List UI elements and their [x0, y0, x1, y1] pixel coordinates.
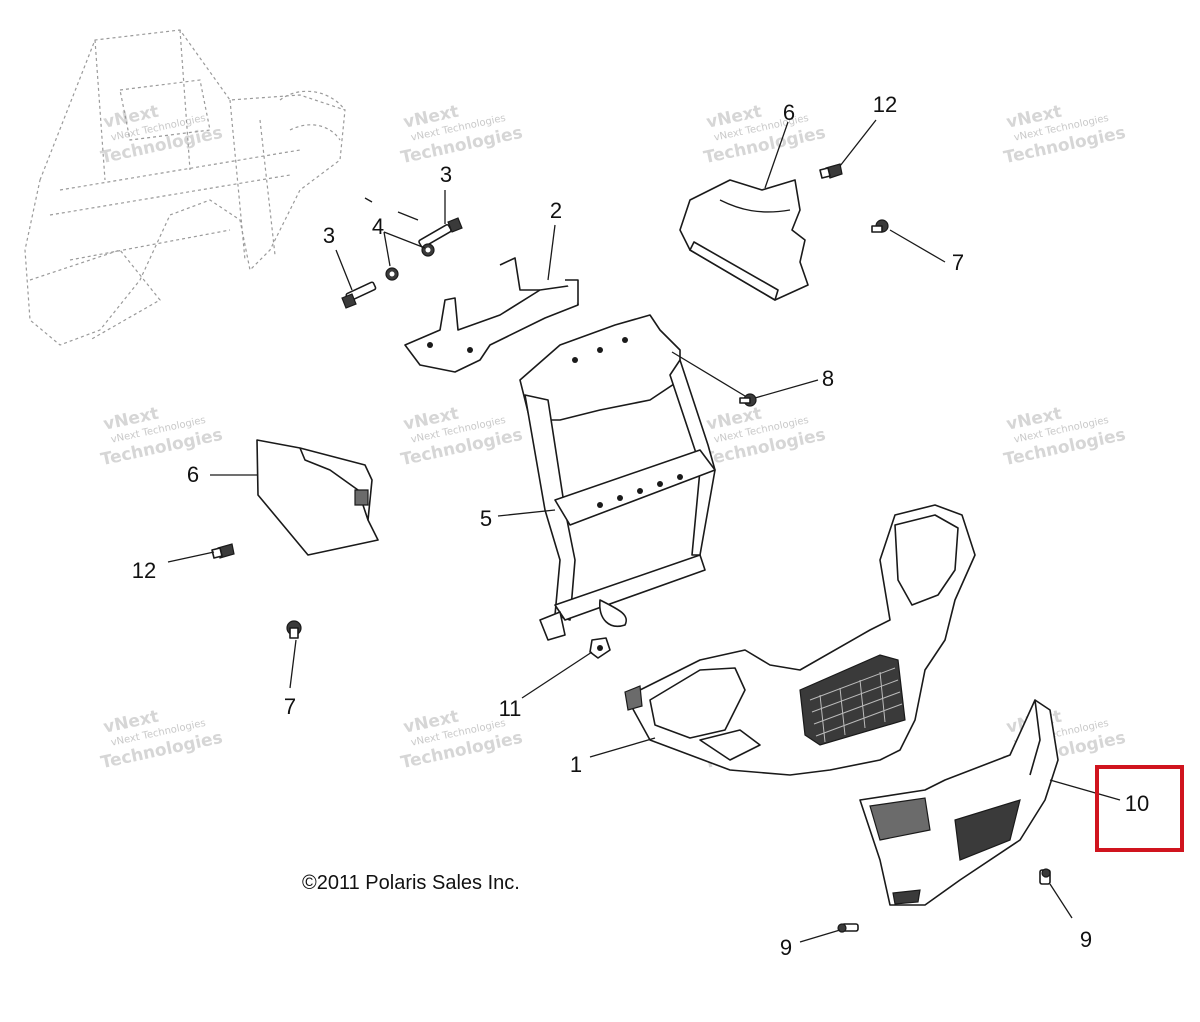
watermark: vNext vNext Technologies Technologies — [99, 707, 224, 774]
watermark: vNext vNext Technologies Technologies — [99, 404, 224, 471]
clip-12-lower — [211, 543, 235, 559]
callout-10: 10 — [1125, 791, 1149, 816]
part-10-lower-bumper — [859, 699, 1059, 906]
nut-4-b — [421, 243, 435, 257]
callout-1: 1 — [570, 752, 582, 777]
callout-7-lower: 7 — [284, 694, 296, 719]
callout-3-right: 3 — [440, 162, 452, 187]
bolt-3-left — [341, 281, 377, 309]
push-rivet-7-lower — [286, 620, 302, 639]
watermark: vNext vNext Technologies Technologies — [702, 404, 827, 471]
frame-holes — [572, 337, 683, 508]
fasteners — [211, 163, 1051, 933]
callout-11: 11 — [499, 696, 522, 721]
callout-6-left: 6 — [187, 462, 199, 487]
callout-2: 2 — [550, 198, 562, 223]
watermark: vNext vNext Technologies Technologies — [399, 102, 524, 169]
callout-3-left: 3 — [323, 223, 335, 248]
callout-5: 5 — [480, 506, 492, 531]
callout-9-right: 9 — [1080, 927, 1092, 952]
rivet-11 — [589, 637, 611, 659]
leader-lines — [167, 119, 1121, 943]
ghost-chassis-frame — [24, 29, 346, 346]
part-6-upper-shield — [679, 179, 809, 301]
screw-9-left — [837, 923, 859, 933]
callout-4: 4 — [372, 214, 384, 239]
screw-9-right — [1039, 868, 1051, 885]
grille-mesh — [799, 654, 906, 746]
copyright-text: ©2011 Polaris Sales Inc. — [302, 872, 520, 894]
watermark: vNext vNext Technologies Technologies — [702, 102, 827, 169]
callout-8: 8 — [822, 366, 834, 391]
part-1-front-assembly — [624, 504, 976, 776]
callout-labels: 1 2 3 3 4 5 6 6 7 7 8 9 9 10 11 12 12 — [132, 92, 1149, 960]
watermarks: vNext vNext Technologies Technologies vN… — [99, 102, 1127, 774]
bolt-3-right — [418, 217, 463, 249]
callout-7-upper: 7 — [952, 250, 964, 275]
part-5-front-frame — [519, 314, 716, 641]
highlight-box — [1095, 765, 1184, 852]
callout-6-upper: 6 — [783, 100, 795, 125]
part-2-mount-bracket — [404, 257, 579, 373]
push-rivet-7-upper — [871, 219, 889, 233]
callout-9-left: 9 — [780, 935, 792, 960]
part-6-left-shield — [256, 439, 379, 556]
callout-12-lower: 12 — [132, 558, 156, 583]
watermark: vNext vNext Technologies Technologies — [1002, 102, 1127, 169]
watermark: vNext vNext Technologies Technologies — [1002, 404, 1127, 471]
clip-12-upper — [819, 163, 843, 179]
callout-12-upper: 12 — [873, 92, 897, 117]
watermark: vNext vNext Technologies Technologies — [399, 404, 524, 471]
nut-4-a — [385, 267, 399, 281]
screw-8 — [739, 393, 757, 407]
